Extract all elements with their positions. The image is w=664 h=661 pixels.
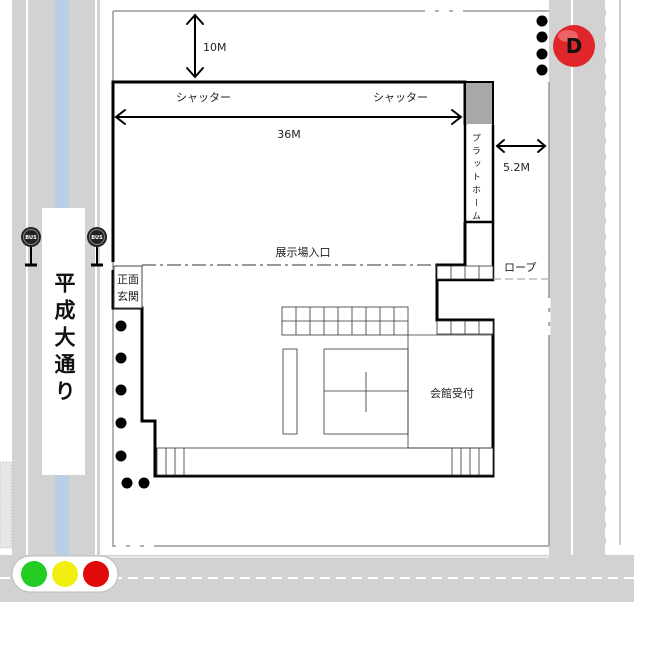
bus-stop-right: BUS — [87, 227, 107, 267]
rope-label: ロープ — [504, 261, 536, 274]
street-name-label: 平成大通り — [52, 272, 76, 407]
front-entrance-label: 正面 — [117, 273, 139, 286]
side-counter — [282, 348, 298, 435]
bus-stop-label: BUS — [91, 235, 103, 241]
left-sidewalk-block — [0, 461, 13, 549]
traffic-light-icon — [11, 555, 119, 593]
reception-area — [282, 334, 493, 449]
bus-stop-left: BUS — [21, 227, 41, 267]
front-entrance-label: 玄関 — [117, 289, 139, 303]
roads — [0, 0, 634, 602]
platform-corner-block — [466, 83, 492, 124]
shutter-right-label: シャッター — [373, 91, 428, 104]
reception-label: 会館受付 — [430, 386, 474, 400]
far-right-strip — [620, 0, 634, 602]
bus-stop-label: BUS — [25, 235, 37, 241]
landmark-marker: D — [553, 25, 595, 67]
steps — [156, 265, 494, 476]
platform-label: プラットホーム — [470, 133, 481, 224]
black-dot-bollard-icon — [115, 15, 548, 489]
dimension-arrows — [114, 13, 547, 153]
hall-wall — [111, 80, 467, 262]
shutter-left-label: シャッター — [176, 91, 231, 104]
entrance-label: 展示場入口 — [276, 246, 331, 259]
dim-width-label: 36M — [277, 128, 301, 141]
platform-inner — [465, 81, 494, 125]
dim-side-label: 5.2M — [503, 161, 530, 174]
dim-setback-label: 10M — [203, 41, 227, 54]
street-name-placard — [42, 208, 85, 475]
front-entrance-box — [113, 265, 143, 309]
landmark-label: D — [566, 34, 583, 58]
right-road — [549, 0, 606, 602]
